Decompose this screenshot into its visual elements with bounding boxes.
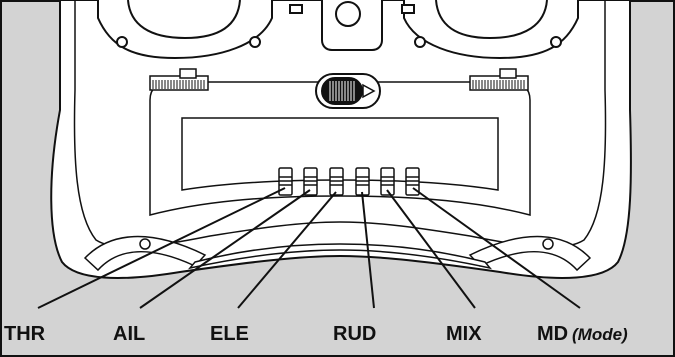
- dip-switch-rud: [355, 167, 370, 196]
- leader-thr: [37, 187, 286, 309]
- body-inner-rim: [73, 0, 607, 248]
- screw-left-lower: [139, 238, 151, 250]
- right-gimbal-screw-2: [550, 36, 562, 48]
- dip-switch-ele: [329, 167, 344, 196]
- leader-ail: [139, 189, 311, 309]
- dip-switch-bank: [278, 167, 420, 196]
- bottom-lip: [83, 235, 592, 272]
- leader-rud: [361, 191, 375, 309]
- screw-right-lower: [542, 238, 554, 250]
- label-thr: THR: [4, 323, 46, 345]
- left-trim: [149, 68, 209, 91]
- left-gimbal: [97, 0, 273, 60]
- center-top-tab: [289, 0, 415, 51]
- left-gimbal-housing: [97, 0, 273, 60]
- left-gimbal-screw-1: [116, 36, 128, 48]
- front-lip: [188, 243, 492, 270]
- right-gimbal-screw-1: [414, 36, 426, 48]
- right-gimbal-housing: [403, 0, 579, 60]
- right-stick-well: [435, 0, 548, 40]
- leader-ele: [237, 191, 337, 309]
- label-ail: AIL: [113, 323, 145, 345]
- center-tab-button: [335, 1, 361, 27]
- dip-switch-md: [405, 167, 420, 196]
- power-switch: [315, 73, 381, 109]
- dip-switch-mix: [380, 167, 395, 196]
- right-trim-slider: [499, 68, 517, 79]
- left-trim-slider: [179, 68, 197, 79]
- label-md-note: (Mode): [572, 325, 628, 344]
- center-tab-left-clip: [289, 4, 303, 14]
- right-gimbal: [403, 0, 579, 60]
- dip-switch-ail: [303, 167, 318, 196]
- leader-md: [412, 187, 581, 309]
- right-trim: [469, 68, 529, 91]
- center-tab-right-clip: [401, 4, 415, 14]
- left-gimbal-screw-2: [249, 36, 261, 48]
- label-md: MD: [537, 323, 568, 345]
- label-rud: RUD: [333, 323, 376, 345]
- leader-lines: [37, 187, 581, 309]
- leader-mix: [386, 189, 476, 309]
- left-stick-well: [127, 0, 241, 40]
- power-switch-arrow-icon: [362, 83, 376, 99]
- label-ele: ELE: [210, 323, 249, 345]
- label-mix: MIX: [446, 323, 482, 345]
